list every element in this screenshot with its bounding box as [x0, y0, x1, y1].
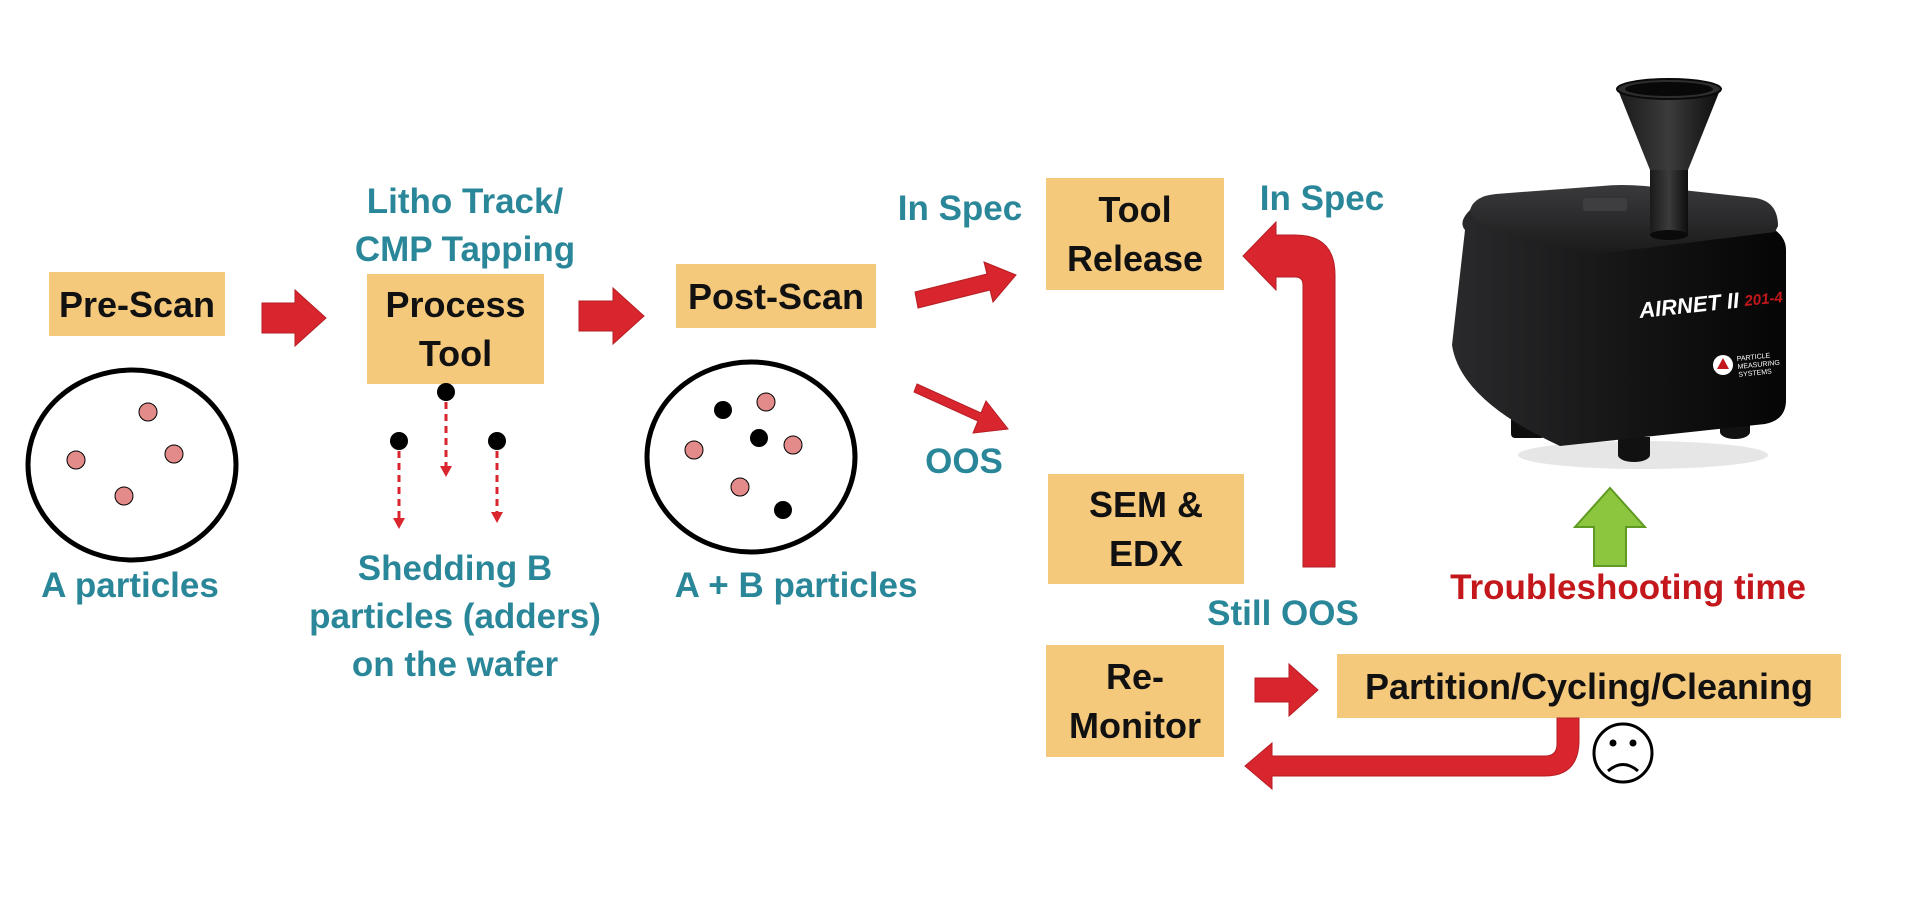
- litho-track-label: Litho Track/ CMP Tapping: [354, 182, 576, 269]
- still-oos-label: Still OOS: [1207, 594, 1359, 633]
- sad-face-icon: [1592, 722, 1654, 784]
- a-particles-label: A particles: [41, 566, 219, 605]
- particle-a: [66, 450, 86, 470]
- arrow-oos: [913, 383, 1009, 434]
- pre-scan-box: Pre-Scan: [49, 272, 225, 336]
- wafer-a-icon: [25, 367, 239, 563]
- shedding-particle: [437, 383, 455, 401]
- particle-b: [774, 501, 792, 519]
- arrow-in-spec: [914, 261, 1017, 309]
- shedding-particle: [390, 432, 408, 450]
- arrow-loop-in-spec: [1242, 220, 1336, 568]
- re-monitor-box: Re- Monitor: [1046, 645, 1224, 757]
- particle-a: [138, 402, 158, 422]
- shedding-arrowhead: [491, 512, 503, 523]
- device-maker: PARTICLE MEASURING SYSTEMS: [1736, 351, 1783, 379]
- partition-cycling-cleaning-box: Partition/Cycling/Cleaning: [1337, 654, 1841, 718]
- arrow-partition-return: [1244, 717, 1580, 791]
- particle-b: [750, 429, 768, 447]
- sem-edx-box: SEM & EDX: [1048, 474, 1244, 584]
- particle-a: [756, 392, 776, 412]
- particle-b: [714, 401, 732, 419]
- troubleshooting-time-label: Troubleshooting time: [1450, 568, 1806, 607]
- wafer-ab-icon: [644, 359, 858, 555]
- post-scan-box: Post-Scan: [676, 264, 876, 328]
- tool-release-box: Tool Release: [1046, 178, 1224, 290]
- process-tool-box: Process Tool: [367, 274, 544, 384]
- arrow-to-partition: [1254, 662, 1319, 718]
- shedding-arrowhead: [440, 466, 452, 477]
- in-spec-label-1: In Spec: [897, 189, 1023, 228]
- particle-a: [164, 444, 184, 464]
- ab-particles-label: A + B particles: [674, 566, 918, 605]
- particle-a: [684, 440, 704, 460]
- oos-label: OOS: [925, 442, 1003, 481]
- shedding-arrowhead: [393, 518, 405, 529]
- particle-a: [730, 477, 750, 497]
- device-model: 201-4: [1743, 289, 1785, 310]
- shedding-label: Shedding B particles (adders) on the waf…: [309, 549, 601, 684]
- green-up-arrow: [1572, 486, 1648, 567]
- in-spec-label-2: In Spec: [1259, 179, 1385, 218]
- shedding-particle: [488, 432, 506, 450]
- arrow-right-2: [578, 286, 645, 346]
- particle-counter-device: AIRNET II 201-4 PARTICLE MEASURING SYSTE…: [1452, 78, 1786, 469]
- particle-a: [114, 486, 134, 506]
- particle-a: [783, 435, 803, 455]
- arrow-right-1: [261, 288, 327, 348]
